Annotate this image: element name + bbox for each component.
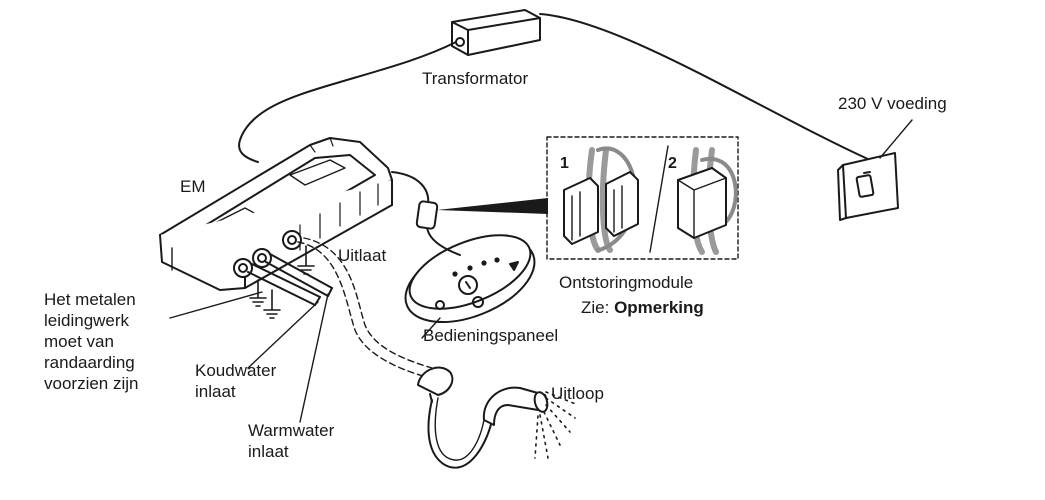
shower-hose <box>427 399 493 469</box>
transformer <box>451 9 541 56</box>
ferrite-detail-box <box>546 136 739 260</box>
ground-symbols <box>249 245 315 319</box>
zie-prefix: Zie: <box>581 298 615 317</box>
step-1-number: 1 <box>560 155 569 172</box>
aarding-line-5: voorzien zijn <box>44 374 139 393</box>
label-transformator: Transformator <box>422 69 529 88</box>
aarding-line-2: leidingwerk <box>44 311 130 330</box>
aarding-line-4: randaarding <box>44 353 135 372</box>
em-module <box>159 137 393 291</box>
label-em: EM <box>180 177 206 196</box>
ferrite-detail-open <box>563 146 639 253</box>
ferrite-clip <box>415 200 439 230</box>
label-koudwater-inlaat: Koudwater inlaat <box>195 360 276 402</box>
label-aarding: Het metalen leidingwerk moet van randaar… <box>44 289 139 394</box>
shower-head <box>482 386 549 426</box>
aarding-line-3: moet van <box>44 332 114 351</box>
aarding-line-1: Het metalen <box>44 290 136 309</box>
wall-socket <box>837 152 899 221</box>
shower-spray <box>534 391 579 459</box>
warmwater-line-1: Warmwater <box>248 421 335 440</box>
transformer-cable <box>238 41 457 163</box>
label-uitloop: Uitloop <box>551 384 604 403</box>
ferrite-detail-closed <box>677 147 738 255</box>
control-panel <box>404 234 536 323</box>
em-fittings <box>233 230 302 278</box>
step-2-number: 2 <box>668 155 677 172</box>
outlet-hose <box>297 237 433 379</box>
mains-cable <box>539 13 871 161</box>
koudwater-line-2: inlaat <box>195 382 236 401</box>
warmwater-line-2: inlaat <box>248 442 289 461</box>
label-uitlaat: Uitlaat <box>338 246 387 265</box>
label-zie-opmerking: Zie: Opmerking <box>581 297 704 318</box>
shower-elbow <box>417 366 454 403</box>
label-ontstoringmodule: Ontstoringmodule <box>559 273 694 292</box>
label-bedieningspaneel: Bedieningspaneel <box>423 326 559 345</box>
inlet-pipes <box>247 253 333 306</box>
koudwater-line-1: Koudwater <box>195 361 277 380</box>
label-warmwater-inlaat: Warmwater inlaat <box>248 420 334 462</box>
label-230v-voeding: 230 V voeding <box>838 94 947 113</box>
leader-lines <box>169 291 441 423</box>
zie-opmerking-bold: Opmerking <box>614 298 704 317</box>
